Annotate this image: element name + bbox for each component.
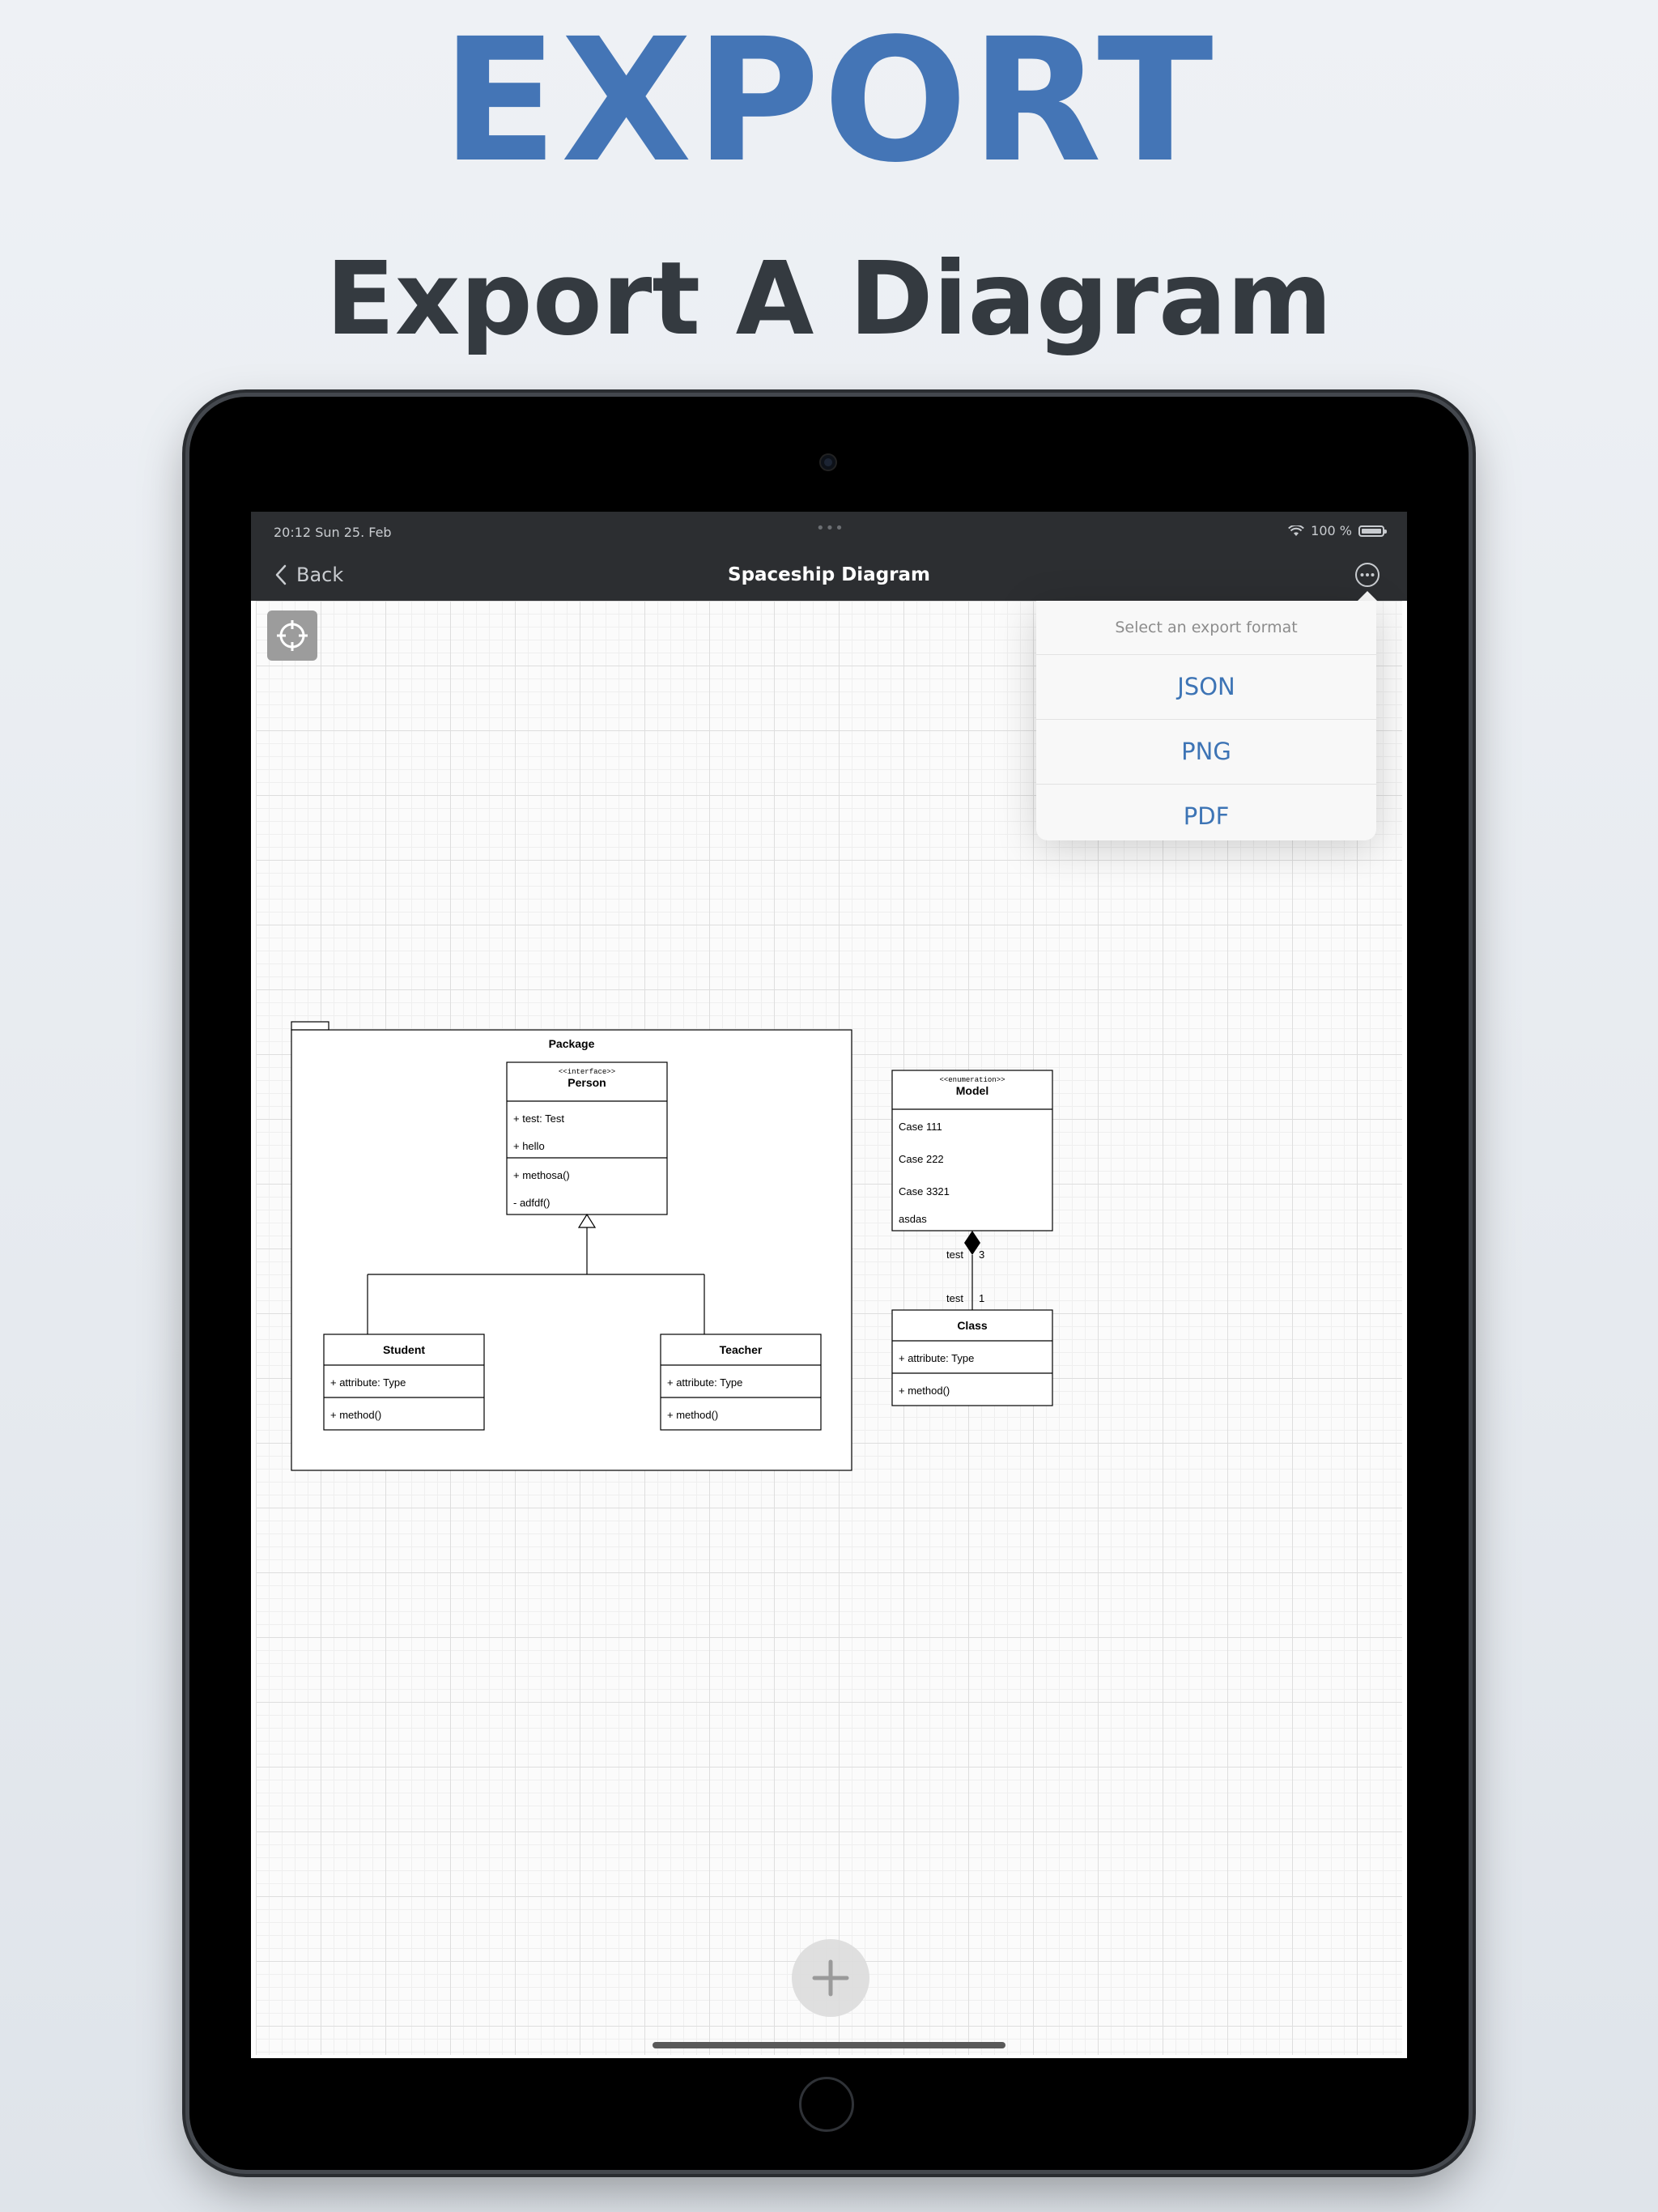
battery-label: 100 %: [1311, 523, 1352, 538]
package-name: Package: [549, 1037, 595, 1050]
export-format-popover: Select an export format JSON PNG PDF: [1036, 601, 1376, 840]
home-button[interactable]: [799, 2077, 854, 2132]
relation-label-bottom: test: [946, 1292, 963, 1304]
model-enumeration[interactable]: <<enumeration>> Model Case 111 Case 222 …: [891, 1070, 1053, 1231]
hero-title: EXPORT: [441, 2, 1217, 200]
class-node[interactable]: Class + attribute: Type + method(): [891, 1309, 1053, 1406]
model-stereotype: <<enumeration>>: [939, 1076, 1005, 1084]
export-png-option[interactable]: PNG: [1036, 720, 1376, 785]
home-indicator[interactable]: [653, 2042, 1005, 2048]
generalization-arrow-icon: [577, 1213, 597, 1228]
hero-subtitle: Export A Diagram: [325, 240, 1333, 358]
model-case: asdas: [899, 1213, 927, 1225]
popover-arrow: [1356, 591, 1379, 602]
export-json-option[interactable]: JSON: [1036, 655, 1376, 720]
teacher-method: + method(): [667, 1409, 718, 1421]
crosshair-icon: [277, 620, 308, 651]
chevron-left-icon: [275, 564, 287, 585]
person-stereotype: <<interface>>: [559, 1068, 615, 1076]
navigation-bar: Back Spaceship Diagram: [251, 551, 1407, 601]
more-options-icon[interactable]: [1354, 561, 1381, 589]
ipad-frame: 20:12 Sun 25. Feb ••• 100 % Back Spacesh…: [189, 397, 1469, 2170]
student-attribute: + attribute: Type: [330, 1376, 406, 1389]
person-attribute: + hello: [513, 1140, 545, 1152]
status-bar: 20:12 Sun 25. Feb ••• 100 %: [251, 512, 1407, 551]
teacher-attribute: + attribute: Type: [667, 1376, 742, 1389]
person-attribute: + test: Test: [513, 1112, 564, 1125]
student-class[interactable]: Student + attribute: Type + method(): [323, 1334, 485, 1431]
diagram-canvas[interactable]: Package <<interface>> Person + test: Tes…: [256, 601, 1402, 2055]
export-pdf-option[interactable]: PDF: [1183, 802, 1230, 830]
student-method: + method(): [330, 1409, 381, 1421]
uml-diagram: Package <<interface>> Person + test: Tes…: [291, 1021, 1053, 1471]
composition-diamond-icon: [964, 1231, 980, 1255]
wifi-icon: [1288, 525, 1305, 536]
person-name: Person: [568, 1076, 606, 1089]
relation-label-top: test: [946, 1249, 963, 1261]
multitasking-dots[interactable]: •••: [816, 520, 844, 537]
class-name: Class: [957, 1319, 988, 1332]
battery-icon: [1358, 525, 1387, 537]
model-case: Case 3321: [899, 1185, 950, 1197]
status-right: 100 %: [1288, 523, 1387, 538]
relation-multiplicity-bottom: 1: [979, 1292, 984, 1304]
diagram-title: Spaceship Diagram: [728, 564, 930, 585]
teacher-name: Teacher: [720, 1343, 763, 1356]
device-screen: 20:12 Sun 25. Feb ••• 100 % Back Spacesh…: [251, 512, 1407, 2058]
model-case: Case 222: [899, 1153, 944, 1165]
camera-icon: [821, 455, 835, 470]
model-name: Model: [956, 1084, 988, 1097]
plus-icon: [812, 1959, 849, 1997]
person-method: - adfdf(): [513, 1197, 551, 1209]
inheritance-edge[interactable]: [367, 1213, 705, 1334]
teacher-class[interactable]: Teacher + attribute: Type + method(): [660, 1334, 822, 1431]
student-name: Student: [383, 1343, 425, 1356]
composition-edge[interactable]: test 3 test 1: [946, 1231, 984, 1310]
person-class[interactable]: <<interface>> Person + test: Test + hell…: [506, 1061, 668, 1215]
class-attribute: + attribute: Type: [899, 1352, 974, 1364]
back-label: Back: [296, 564, 344, 586]
recenter-button[interactable]: [267, 610, 317, 661]
add-element-button[interactable]: [792, 1939, 869, 2017]
class-method: + method(): [899, 1385, 950, 1397]
status-time: 20:12 Sun 25. Feb: [274, 525, 392, 540]
popover-header: Select an export format: [1036, 601, 1376, 655]
relation-multiplicity-top: 3: [979, 1249, 984, 1261]
person-method: + methosa(): [513, 1169, 570, 1181]
model-case: Case 111: [899, 1121, 942, 1133]
back-button[interactable]: Back: [275, 564, 343, 586]
